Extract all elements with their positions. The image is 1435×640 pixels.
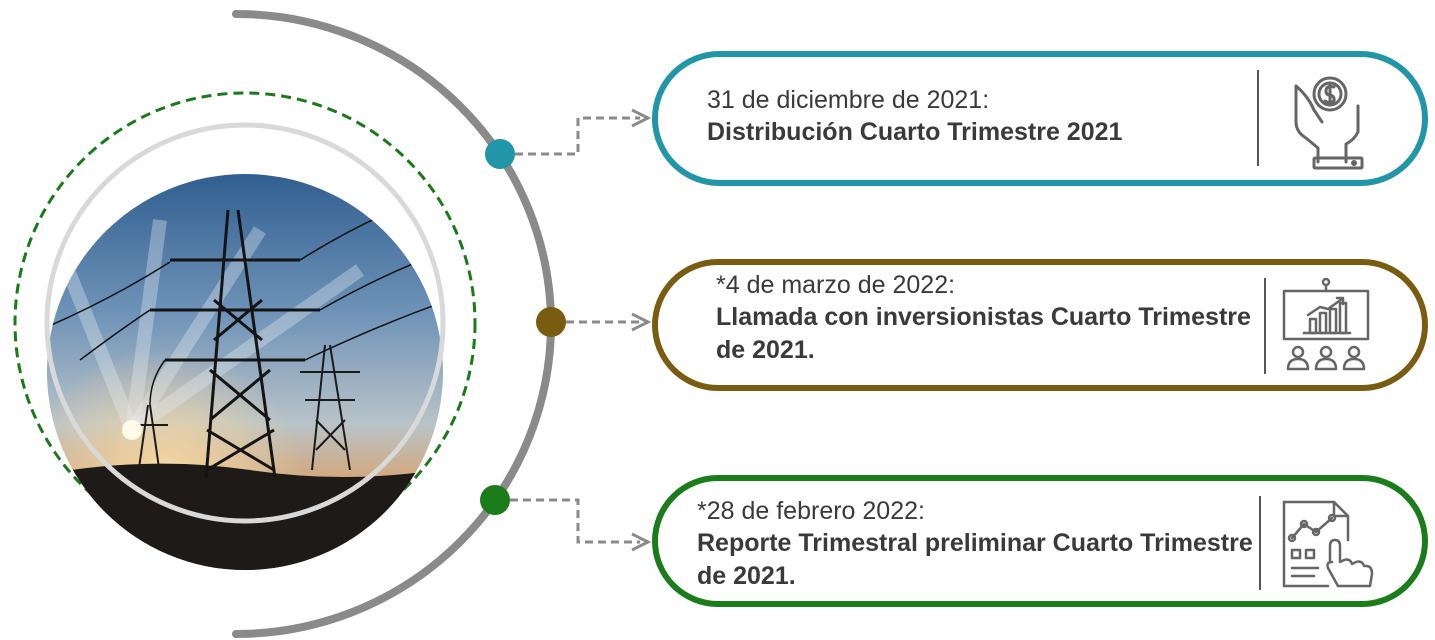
- arrowhead-3: [631, 532, 652, 552]
- milestone-dot-2: [536, 307, 566, 337]
- event-divider-3: [1259, 496, 1261, 590]
- presentation-audience-icon: [1280, 277, 1372, 373]
- event-divider-1: [1257, 70, 1259, 166]
- connector-1: [515, 116, 640, 156]
- money-hand-icon: [1282, 66, 1372, 170]
- event-text-1: 31 de diciembre de 2021: Distribución Cu…: [707, 85, 1247, 149]
- event-date-1: 31 de diciembre de 2021:: [707, 86, 990, 114]
- event-card-1: [652, 51, 1428, 186]
- arrowhead-2: [631, 312, 652, 332]
- milestone-dot-3: [480, 485, 510, 515]
- event-date-2: *4 de marzo de 2022:: [716, 271, 956, 299]
- event-title-1: Distribución Cuarto Trimestre 2021: [707, 118, 1123, 146]
- event-title-3: Reporte Trimestral preliminar Cuarto Tri…: [697, 529, 1253, 590]
- milestone-dot-1: [485, 139, 515, 169]
- event-text-3: *28 de febrero 2022: Reporte Trimestral …: [697, 496, 1257, 593]
- event-divider-2: [1264, 278, 1266, 374]
- arrowhead-1: [631, 108, 652, 128]
- event-title-2: Llamada con inversionistas Cuarto Trimes…: [716, 303, 1251, 364]
- event-text-2: *4 de marzo de 2022: Llamada con inversi…: [716, 270, 1264, 367]
- report-touch-icon: [1278, 496, 1374, 592]
- event-date-3: *28 de febrero 2022:: [697, 497, 925, 525]
- photo-frame: [44, 122, 446, 524]
- connector-3: [510, 498, 640, 544]
